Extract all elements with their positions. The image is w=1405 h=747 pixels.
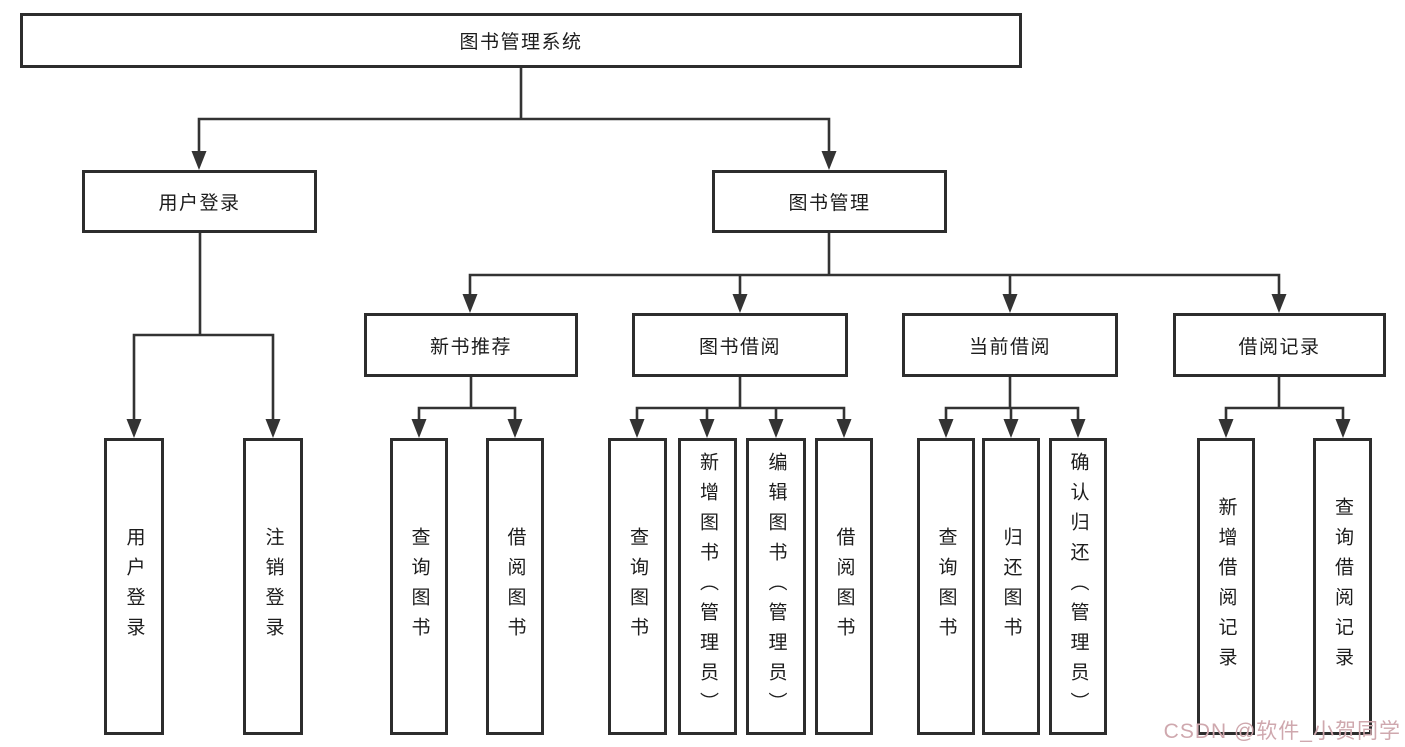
arrowhead-records-leaf-1 <box>1218 419 1234 438</box>
connector-root-rail <box>197 117 831 153</box>
arrowhead-borrow-leaf-2 <box>699 419 715 438</box>
leaf-new-query-books: 查询图书 <box>390 438 448 735</box>
leaf-new-borrow-books: 借阅图书 <box>486 438 544 735</box>
leaf-new-query-books-label: 查询图书 <box>408 526 430 647</box>
leaf-user-login: 用户登录 <box>104 438 164 735</box>
arrowhead-current-borrow <box>1002 294 1018 313</box>
leaf-current-confirm-return-admin: 确认归还（管理员） <box>1049 438 1107 735</box>
arrowhead-current-leaf-1 <box>938 419 954 438</box>
leaf-current-query-books-label: 查询图书 <box>935 526 957 647</box>
leaf-current-query-books: 查询图书 <box>917 438 975 735</box>
node-book-mgmt-label: 图书管理 <box>788 193 871 214</box>
arrowhead-records-leaf-2 <box>1335 419 1351 438</box>
arrowhead-login-leaf-2 <box>265 419 281 438</box>
node-current-borrow: 当前借阅 <box>902 313 1118 377</box>
arrowhead-new-leaf-2 <box>507 419 523 438</box>
node-borrow-records: 借阅记录 <box>1173 313 1386 377</box>
node-new-books: 新书推荐 <box>364 313 578 377</box>
node-root-label: 图书管理系统 <box>459 32 583 53</box>
arrowhead-borrow-records <box>1271 294 1287 313</box>
arrowhead-borrow-leaf-4 <box>836 419 852 438</box>
arrowhead-borrow-leaf-3 <box>768 419 784 438</box>
node-user-login: 用户登录 <box>82 170 317 233</box>
leaf-current-return-books-label: 归还图书 <box>1000 526 1022 647</box>
leaf-borrow-borrow-books-label: 借阅图书 <box>833 526 855 647</box>
arrowhead-current-leaf-3 <box>1070 419 1086 438</box>
node-current-borrow-label: 当前借阅 <box>968 336 1051 358</box>
leaf-borrow-query-books: 查询图书 <box>608 438 667 735</box>
leaf-records-query-record-label: 查询借阅记录 <box>1332 496 1353 677</box>
leaf-user-login-label: 用户登录 <box>123 526 145 647</box>
leaf-borrow-add-books-admin-label: 新增图书（管理员） <box>697 451 718 722</box>
leaf-borrow-add-books-admin: 新增图书（管理员） <box>678 438 737 735</box>
arrowhead-new-books <box>462 294 478 313</box>
leaf-records-add-record-label: 新增借阅记录 <box>1215 496 1237 677</box>
leaf-logout: 注销登录 <box>243 438 303 735</box>
leaf-borrow-query-books-label: 查询图书 <box>627 526 648 647</box>
leaf-current-return-books: 归还图书 <box>982 438 1040 735</box>
arrowhead-book-mgmt <box>821 151 837 170</box>
arrowhead-current-leaf-2 <box>1003 419 1019 438</box>
arrowhead-borrow-leaf-1 <box>629 419 645 438</box>
leaf-records-add-record: 新增借阅记录 <box>1197 438 1255 735</box>
leaf-new-borrow-books-label: 借阅图书 <box>504 526 526 647</box>
leaf-borrow-edit-books-admin: 编辑图书（管理员） <box>746 438 806 735</box>
arrowhead-book-borrow <box>732 294 748 313</box>
leaf-current-confirm-return-admin-label: 确认归还（管理员） <box>1067 451 1089 722</box>
node-new-books-label: 新书推荐 <box>429 336 512 358</box>
node-root: 图书管理系统 <box>20 13 1022 68</box>
leaf-borrow-borrow-books: 借阅图书 <box>815 438 873 735</box>
leaf-logout-label: 注销登录 <box>262 526 284 647</box>
connector-new-rail <box>417 406 517 421</box>
connector-login-rail <box>132 333 275 421</box>
connector-records-rail <box>1224 406 1345 421</box>
connector-borrow-rail <box>635 406 846 421</box>
node-borrow-records-label: 借阅记录 <box>1238 336 1321 358</box>
connector-mgmt-rail <box>468 273 1281 296</box>
node-book-borrow-label: 图书借阅 <box>698 336 781 358</box>
leaf-records-query-record: 查询借阅记录 <box>1313 438 1372 735</box>
arrowhead-new-leaf-1 <box>411 419 427 438</box>
leaf-borrow-edit-books-admin-label: 编辑图书（管理员） <box>765 451 787 722</box>
node-user-login-label: 用户登录 <box>158 193 241 214</box>
node-book-mgmt: 图书管理 <box>712 170 947 233</box>
arrowhead-user-login <box>191 151 207 170</box>
node-book-borrow: 图书借阅 <box>632 313 848 377</box>
arrowhead-login-leaf-1 <box>126 419 142 438</box>
